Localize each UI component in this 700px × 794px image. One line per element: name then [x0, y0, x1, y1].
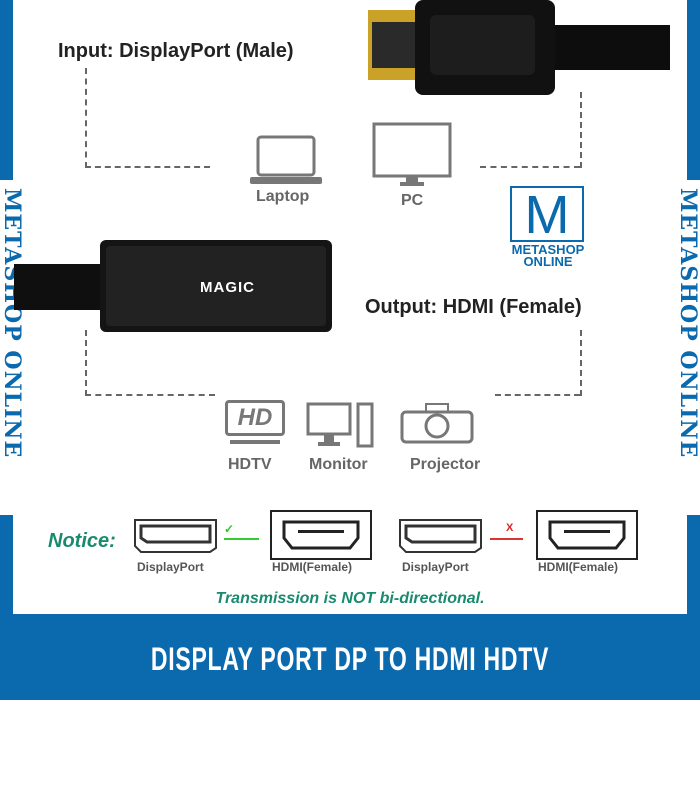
- right-frame-strip: [687, 0, 700, 180]
- dashed-line: [580, 330, 582, 396]
- input-label: Input: DisplayPort (Male): [58, 40, 294, 62]
- pc-label: PC: [401, 192, 424, 209]
- dashed-line: [85, 394, 215, 396]
- arrow-right-icon: [224, 538, 259, 540]
- right-frame-strip: [687, 515, 700, 615]
- hdtv-icon: HD: [225, 400, 285, 436]
- metashop-logo-mark: M: [510, 186, 584, 242]
- output-label: Output: HDMI (Female): [365, 296, 582, 318]
- left-watermark: METASHOP ONLINE: [0, 188, 25, 459]
- displayport-connector-image: [368, 0, 670, 95]
- x-mark-icon: X: [506, 522, 514, 534]
- hdtv-stand: [230, 440, 280, 444]
- left-frame-strip: [0, 515, 13, 615]
- title-banner: DISPLAY PORT DP TO HDMI HDTV ADAPTER: [0, 614, 700, 767]
- logo-line2: ONLINE: [523, 254, 573, 269]
- right-watermark: METASHOP ONLINE: [675, 188, 700, 459]
- left-frame-strip: [0, 0, 13, 180]
- dashed-line: [85, 68, 87, 168]
- hdmi-adapter-image: [14, 240, 332, 332]
- adapter-brand: MAGIC: [200, 279, 255, 296]
- hdtv-label: HDTV: [228, 456, 272, 473]
- displayport-port-icon: [134, 519, 217, 553]
- monitor-icon: [306, 402, 374, 448]
- displayport-port-icon: [399, 519, 482, 553]
- dashed-line: [580, 92, 582, 168]
- hdmi-port-icon: [536, 510, 638, 560]
- dashed-line: [480, 166, 580, 168]
- hdmi-port-icon: [270, 510, 372, 560]
- arrow-left-icon: [490, 538, 523, 540]
- dashed-line: [85, 166, 210, 168]
- monitor-label: Monitor: [309, 456, 368, 473]
- laptop-label: Laptop: [256, 188, 310, 205]
- notice-item: HDMI(Female): [272, 560, 353, 574]
- check-mark-icon: ✓: [224, 522, 235, 536]
- projector-icon: [400, 403, 474, 444]
- dashed-line: [85, 330, 87, 396]
- notice-label: Notice:: [48, 530, 116, 552]
- notice-item: HDMI(Female): [538, 560, 619, 574]
- dashed-line: [495, 394, 580, 396]
- notice-item: DisplayPort: [402, 560, 469, 574]
- notice-message: Transmission is NOT bi-directional.: [215, 590, 485, 607]
- notice-item: DisplayPort: [137, 560, 204, 574]
- projector-label: Projector: [410, 456, 481, 473]
- banner-title: DISPLAY PORT DP TO HDMI HDTV ADAPTER: [150, 641, 550, 767]
- laptop-icon: [250, 135, 322, 184]
- logo-line1: METASHOP: [511, 242, 585, 257]
- pc-icon: [372, 122, 452, 186]
